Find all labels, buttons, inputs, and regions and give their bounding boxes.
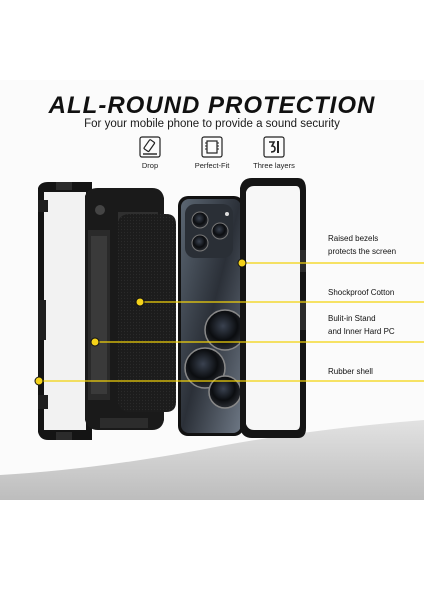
perfect-fit-chip-icon — [201, 136, 223, 158]
feature-drop: Drop — [115, 136, 185, 170]
feature-perfect-fit-label: Perfect-Fit — [194, 161, 230, 170]
feature-three-layers-label: Three layers — [253, 161, 295, 170]
callout-raised-bezels: Raised bezels protects the screen — [328, 232, 396, 258]
callout-lines — [39, 262, 424, 382]
callout-stand-hard-pc-text: Bulit-in Stand and Inner Hard PC — [328, 314, 395, 336]
raised-bezel-frame — [240, 178, 306, 438]
callout-shockproof-cotton-text: Shockproof Cotton — [328, 288, 395, 297]
drop-phone-icon — [139, 136, 161, 158]
page-title: ALL-ROUND PROTECTION — [48, 92, 376, 119]
callout-dots — [34, 258, 247, 386]
feature-three-layers: Three layers — [239, 136, 309, 170]
rubber-shell — [38, 182, 92, 440]
phone — [178, 196, 246, 436]
three-layers-icon — [263, 136, 285, 158]
callout-stand-hard-pc: Bulit-in Stand and Inner Hard PC — [328, 312, 395, 338]
callout-shockproof-cotton: Shockproof Cotton — [328, 286, 394, 299]
callout-rubber-shell-text: Rubber shell — [328, 367, 373, 376]
feature-perfect-fit: Perfect-Fit — [177, 136, 247, 170]
callout-rubber-shell: Rubber shell — [328, 365, 373, 378]
floor-shadow — [0, 420, 424, 500]
callout-raised-bezels-text: Raised bezels protects the screen — [328, 234, 397, 256]
page-subtitle: For your mobile phone to provide a sound… — [84, 118, 340, 130]
shockproof-cotton — [118, 214, 176, 412]
feature-drop-label: Drop — [141, 161, 159, 170]
